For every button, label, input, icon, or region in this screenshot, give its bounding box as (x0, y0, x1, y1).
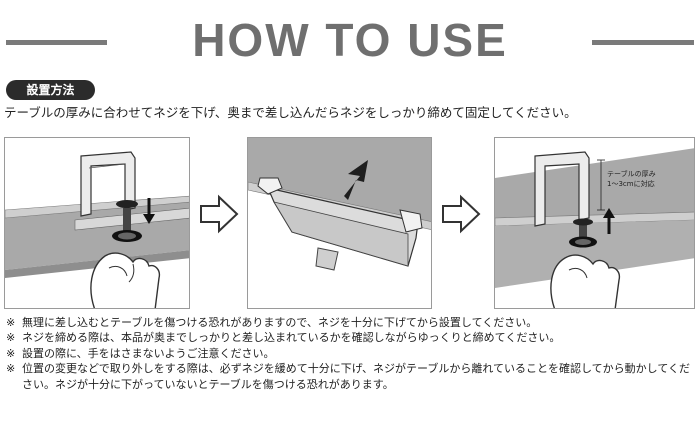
note-text: 位置の変更などで取り外しをする際は、必ずネジを緩めて十分に下げ、ネジがテーブルか… (22, 362, 691, 391)
down-arrow-icon (143, 198, 155, 224)
thickness-label-line1: テーブルの厚み (607, 169, 656, 178)
note-mark: ※ (6, 362, 16, 376)
title-rule-left (6, 40, 107, 45)
header: HOW TO USE (0, 0, 700, 80)
step-1-illustration (4, 137, 190, 309)
note-mark: ※ (6, 331, 16, 345)
note-item: ※ 無理に差し込むとテーブルを傷つける恐れがありますので、ネジを十分に下げてから… (6, 315, 696, 330)
note-text: 無理に差し込むとテーブルを傷つける恐れがありますので、ネジを十分に下げてから設置… (22, 316, 538, 329)
note-item: ※ 設置の際に、手をはさまないようご注意ください。 (6, 346, 696, 361)
note-mark: ※ (6, 346, 16, 360)
note-mark: ※ (6, 316, 16, 329)
section-badge: 設置方法 (6, 80, 95, 100)
note-text: ネジを締める際は、本品が奥までしっかりと差し込まれているかを確認しながらゆっくり… (22, 331, 561, 345)
instruction-text: テーブルの厚みに合わせてネジを下げ、奥まで差し込んだらネジをしっかり締めて固定し… (4, 105, 577, 120)
up-arrow-icon (603, 208, 615, 234)
page-title: HOW TO USE (192, 14, 508, 66)
title-rule-right (592, 40, 694, 45)
step-3-illustration: テーブルの厚み 1～3cmに対応 (494, 137, 695, 309)
notes-list: ※ 無理に差し込むとテーブルを傷つける恐れがありますので、ネジを十分に下げてから… (6, 315, 696, 392)
up-arrow-icon (344, 160, 368, 200)
step-2-illustration (247, 137, 432, 309)
note-text: 設置の際に、手をはさまないようご注意ください。 (22, 346, 275, 360)
right-arrow-icon (441, 194, 481, 238)
note-item: ※ 位置の変更などで取り外しをする際は、必ずネジを緩めて十分に下げ、ネジがテーブ… (6, 361, 696, 392)
note-item: ※ ネジを締める際は、本品が奥までしっかりと差し込まれているかを確認しながらゆっ… (6, 330, 696, 345)
right-arrow-icon (199, 194, 239, 238)
thickness-label-line2: 1～3cmに対応 (607, 179, 655, 188)
